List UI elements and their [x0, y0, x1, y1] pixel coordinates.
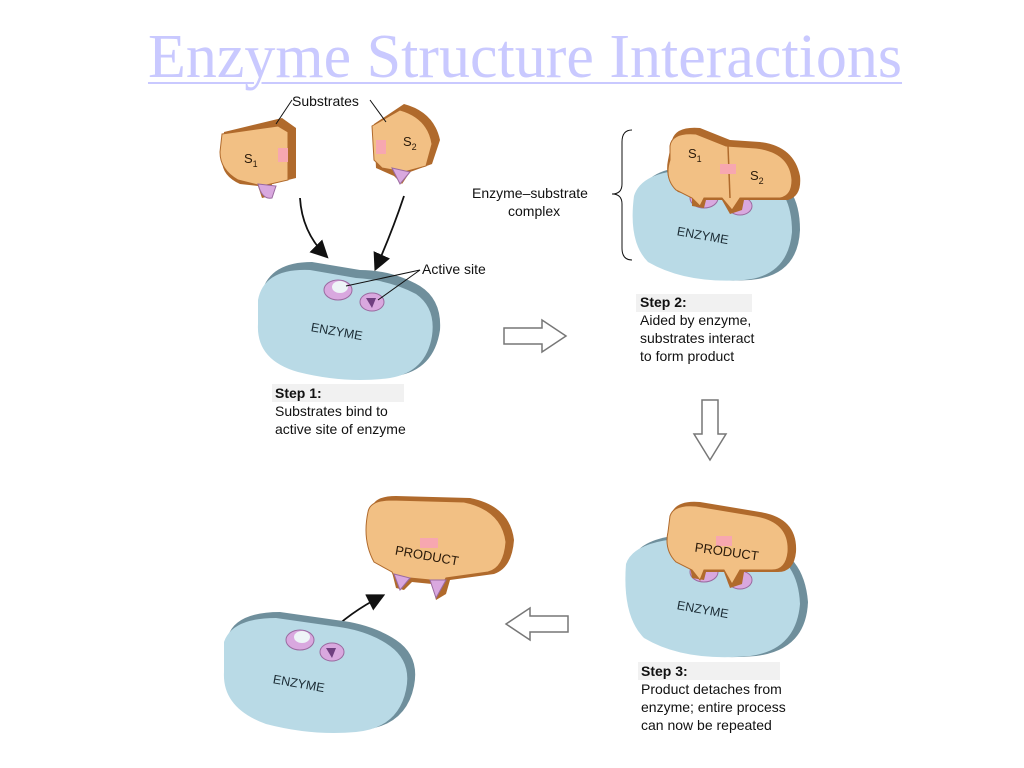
arrow-left-hollow: [504, 606, 569, 642]
step2-label-bg: [636, 294, 752, 312]
s2-label: S2: [403, 134, 417, 152]
step3-line2: enzyme; entire process: [641, 699, 786, 715]
bound-substrates: S1 S2: [667, 127, 801, 214]
complex-label-line2: complex: [508, 203, 560, 219]
complex-brace: [611, 129, 633, 261]
s2-bound-label: S2: [750, 168, 764, 186]
s1-bound-label: S1: [688, 146, 702, 164]
step1-line2: active site of enzyme: [275, 421, 406, 437]
step2-heading: Step 2:: [640, 294, 687, 310]
step3-label-bg: [638, 662, 780, 680]
enzyme-step1: ENZYME: [257, 262, 441, 380]
step3-line3: can now be repeated: [641, 717, 772, 733]
active-site-label: Active site: [422, 261, 486, 277]
enzyme-released: ENZYME: [223, 612, 416, 733]
substrate-s1: S1: [219, 118, 296, 199]
product-free: PRODUCT: [365, 496, 514, 600]
step2-line1: Aided by enzyme,: [640, 312, 751, 328]
slide-title: Enzyme Structure Interactions: [147, 23, 903, 91]
substrates-label: Substrates: [292, 93, 359, 109]
s1-label: S1: [244, 151, 258, 169]
step1-label-bg: [272, 384, 404, 402]
step3-line1: Product detaches from: [641, 681, 782, 697]
arrow-right-hollow: [503, 318, 568, 354]
step1-line1: Substrates bind to: [275, 403, 388, 419]
step2-line3: to form product: [640, 348, 734, 364]
substrate-s2: S2: [371, 104, 440, 185]
step1-heading: Step 1:: [275, 385, 322, 401]
step2-line2: substrates interact: [640, 330, 754, 346]
complex-label-line1: Enzyme–substrate: [472, 185, 588, 201]
product-bound: PRODUCT: [666, 501, 797, 588]
arrow-down-hollow: [692, 399, 728, 462]
step3-heading: Step 3:: [641, 663, 688, 679]
